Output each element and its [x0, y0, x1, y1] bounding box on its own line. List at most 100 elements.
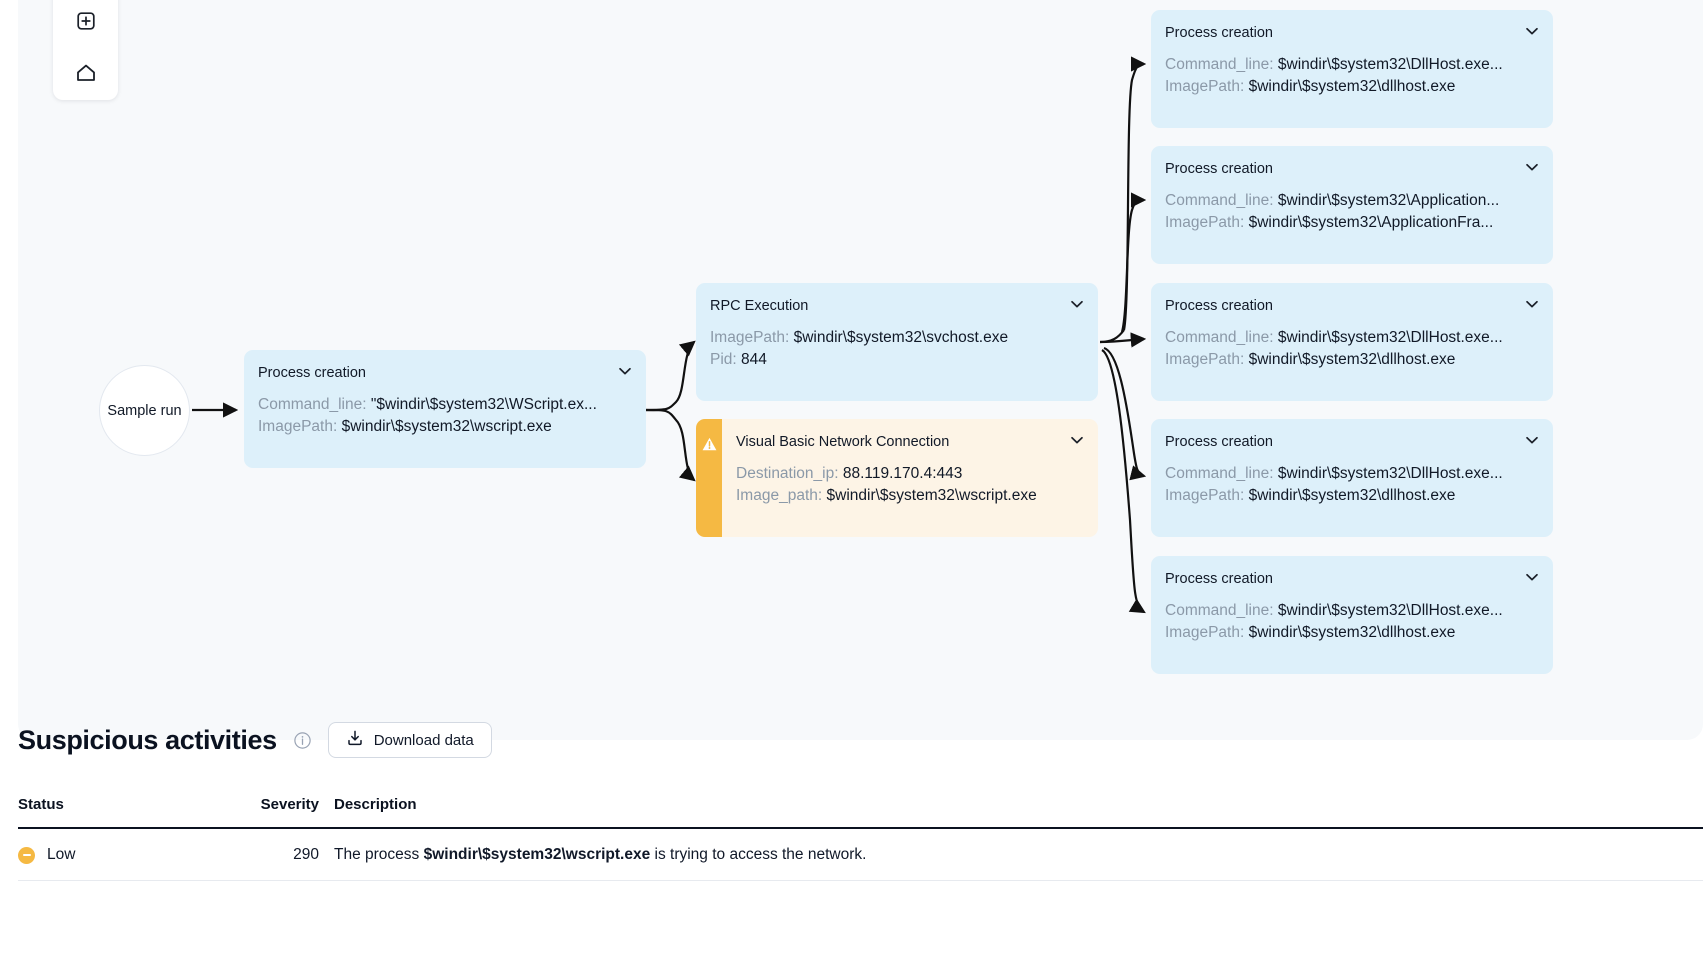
- chevron-down-icon[interactable]: [1068, 431, 1086, 449]
- field-value: $windir\$system32\dllhost.exe: [1248, 624, 1456, 641]
- zoom-in-icon[interactable]: [69, 6, 103, 36]
- node-field-image-path: ImagePath: $windir\$system32\dllhost.exe: [1165, 622, 1535, 644]
- node-process-creation-dllhost-4[interactable]: Process creation Command_line: $windir\$…: [1151, 556, 1553, 674]
- field-value: $windir\$system32\ApplicationFra...: [1248, 214, 1494, 231]
- field-key: Command_line:: [1165, 329, 1274, 346]
- field-value: $windir\$system32\DllHost.exe...: [1277, 329, 1503, 346]
- cell-status: Low: [18, 828, 166, 881]
- field-value: $windir\$system32\DllHost.exe...: [1277, 465, 1503, 482]
- node-title: Process creation: [1165, 25, 1273, 41]
- chevron-down-icon[interactable]: [1068, 295, 1086, 313]
- field-key: Command_line:: [1165, 192, 1274, 209]
- chevron-down-icon[interactable]: [1523, 568, 1541, 586]
- section-header-row: Suspicious activities Download data: [18, 722, 1685, 758]
- field-value: $windir\$system32\DllHost.exe...: [1277, 56, 1503, 73]
- field-value: $windir\$system32\Application...: [1277, 192, 1500, 209]
- table-header-row: Status Severity Description: [18, 796, 1703, 829]
- status-label: Low: [47, 846, 76, 863]
- chevron-down-icon[interactable]: [1523, 158, 1541, 176]
- field-value: $windir\$system32\svchost.exe: [793, 329, 1009, 346]
- description-process-path: $windir\$system32\wscript.exe: [423, 846, 651, 863]
- column-header-severity[interactable]: Severity: [166, 796, 334, 829]
- node-title: Process creation: [1165, 571, 1273, 587]
- chevron-down-icon[interactable]: [1523, 431, 1541, 449]
- field-value: "$windir\$system32\WScript.ex...: [370, 396, 597, 413]
- node-title: Process creation: [1165, 298, 1273, 314]
- node-process-creation-dllhost-1[interactable]: Process creation Command_line: $windir\$…: [1151, 10, 1553, 128]
- info-icon[interactable]: [294, 731, 311, 749]
- field-key: ImagePath:: [1165, 624, 1245, 641]
- node-sample-run[interactable]: Sample run: [99, 365, 190, 456]
- node-field-command-line: Command_line: $windir\$system32\DllHost.…: [1165, 463, 1535, 485]
- field-value: $windir\$system32\wscript.exe: [341, 418, 552, 435]
- field-key: ImagePath:: [1165, 78, 1245, 95]
- node-field-image-path: ImagePath: $windir\$system32\dllhost.exe: [1165, 349, 1535, 371]
- cell-severity: 290: [166, 828, 334, 881]
- suspicious-activities-section: Suspicious activities Download data Stat…: [0, 700, 1703, 881]
- description-prefix: The process: [334, 846, 424, 863]
- field-key: Command_line:: [1165, 56, 1274, 73]
- node-field-image-path: ImagePath: $windir\$system32\dllhost.exe: [1165, 485, 1535, 507]
- node-body: Process creation Command_line: $windir\$…: [1151, 419, 1553, 537]
- field-key: Command_line:: [1165, 465, 1274, 482]
- column-header-description[interactable]: Description: [334, 796, 1703, 829]
- field-key: Pid:: [710, 351, 737, 368]
- field-key: Command_line:: [258, 396, 367, 413]
- node-process-creation-wscript[interactable]: Process creation Command_line: "$windir\…: [244, 350, 646, 468]
- node-visual-basic-network-connection[interactable]: Visual Basic Network Connection Destinat…: [696, 419, 1098, 537]
- sample-run-label: Sample run: [107, 402, 182, 419]
- field-key: ImagePath:: [1165, 487, 1245, 504]
- node-process-creation-dllhost-2[interactable]: Process creation Command_line: $windir\$…: [1151, 283, 1553, 401]
- node-process-creation-dllhost-3[interactable]: Process creation Command_line: $windir\$…: [1151, 419, 1553, 537]
- node-field-command-line: Command_line: "$windir\$system32\WScript…: [258, 394, 628, 416]
- node-field-command-line: Command_line: $windir\$system32\DllHost.…: [1165, 54, 1535, 76]
- field-key: ImagePath:: [1165, 214, 1245, 231]
- node-body: Process creation Command_line: $windir\$…: [1151, 556, 1553, 674]
- node-field-image-path: ImagePath: $windir\$system32\Application…: [1165, 212, 1535, 234]
- node-title: Visual Basic Network Connection: [736, 434, 950, 450]
- field-key: ImagePath:: [1165, 351, 1245, 368]
- node-field-pid: Pid: 844: [710, 349, 1080, 371]
- status-badge-low-icon: [18, 846, 35, 864]
- field-value: 88.119.170.4:443: [842, 465, 963, 482]
- node-body: Process creation Command_line: "$windir\…: [244, 350, 646, 468]
- node-rpc-execution[interactable]: RPC Execution ImagePath: $windir\$system…: [696, 283, 1098, 401]
- field-key: Destination_ip:: [736, 465, 839, 482]
- field-key: Command_line:: [1165, 602, 1274, 619]
- chevron-down-icon[interactable]: [616, 362, 634, 380]
- node-field-image-path: ImagePath: $windir\$system32\dllhost.exe: [1165, 76, 1535, 98]
- suspicious-activities-table: Status Severity Description Low 290 The …: [18, 796, 1703, 881]
- node-title: Process creation: [258, 365, 366, 381]
- node-field-image-path: ImagePath: $windir\$system32\svchost.exe: [710, 327, 1080, 349]
- table-row[interactable]: Low 290 The process $windir\$system32\ws…: [18, 828, 1703, 881]
- node-process-creation-applicationframehost[interactable]: Process creation Command_line: $windir\$…: [1151, 146, 1553, 264]
- node-title: Process creation: [1165, 161, 1273, 177]
- page-title: Suspicious activities: [18, 724, 277, 755]
- node-body: Visual Basic Network Connection Destinat…: [722, 419, 1098, 537]
- field-value: $windir\$system32\dllhost.exe: [1248, 78, 1456, 95]
- node-title: Process creation: [1165, 434, 1273, 450]
- node-title: RPC Execution: [710, 298, 809, 314]
- graph-controls-card[interactable]: [53, 0, 118, 100]
- warning-stripe: [696, 419, 722, 537]
- node-field-image-path: Image_path: $windir\$system32\wscript.ex…: [736, 485, 1080, 507]
- cell-description: The process $windir\$system32\wscript.ex…: [334, 828, 1703, 881]
- chevron-down-icon[interactable]: [1523, 295, 1541, 313]
- node-field-command-line: Command_line: $windir\$system32\Applicat…: [1165, 190, 1535, 212]
- field-key: ImagePath:: [710, 329, 790, 346]
- field-value: 844: [741, 351, 767, 368]
- download-data-label: Download data: [373, 731, 474, 749]
- column-header-status[interactable]: Status: [18, 796, 166, 829]
- home-icon[interactable]: [69, 58, 103, 88]
- field-value: $windir\$system32\DllHost.exe...: [1277, 602, 1503, 619]
- node-field-command-line: Command_line: $windir\$system32\DllHost.…: [1165, 327, 1535, 349]
- download-data-button[interactable]: Download data: [327, 722, 492, 758]
- description-suffix: is trying to access the network.: [650, 846, 867, 863]
- node-field-destination-ip: Destination_ip: 88.119.170.4:443: [736, 463, 1080, 485]
- node-body: Process creation Command_line: $windir\$…: [1151, 10, 1553, 128]
- warning-icon: [702, 437, 716, 451]
- field-value: $windir\$system32\dllhost.exe: [1248, 487, 1456, 504]
- node-body: RPC Execution ImagePath: $windir\$system…: [696, 283, 1098, 401]
- chevron-down-icon[interactable]: [1523, 22, 1541, 40]
- node-body: Process creation Command_line: $windir\$…: [1151, 283, 1553, 401]
